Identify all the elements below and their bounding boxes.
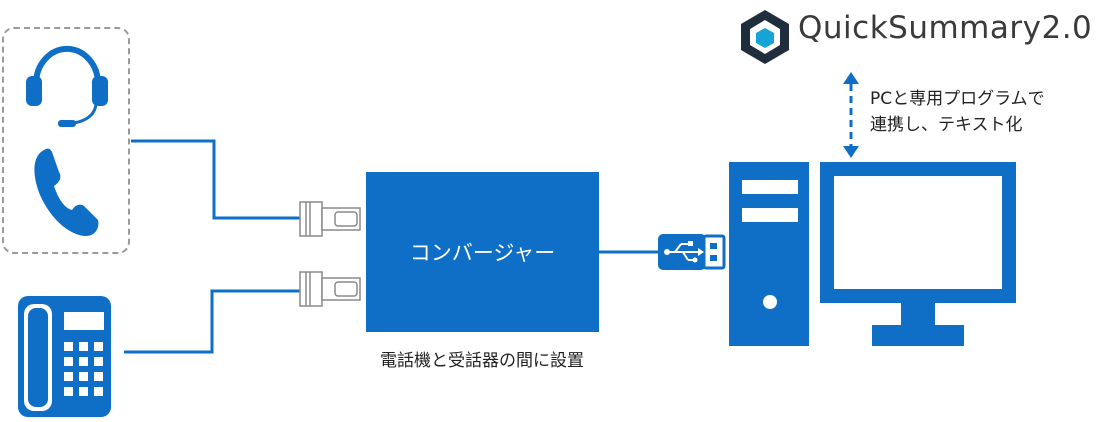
note-line-2: 連携し、テキスト化 xyxy=(870,115,1023,135)
desk-phone-icon xyxy=(18,296,111,417)
converter-caption: 電話機と受話器の間に設置 xyxy=(380,351,584,371)
handset-icon xyxy=(34,148,99,236)
note-line-1: PCと専用プログラムで xyxy=(870,89,1045,109)
desktop-pc-icon xyxy=(729,162,1016,346)
handset-group-frame xyxy=(2,27,130,254)
quicksummary-logo-icon xyxy=(741,10,789,64)
phone-wire xyxy=(124,289,300,354)
headset-wire xyxy=(131,139,300,220)
double-arrow-icon xyxy=(843,72,859,158)
usb-icon xyxy=(658,234,726,270)
headset-icon xyxy=(26,45,108,127)
converter-label: コンバージャー xyxy=(409,241,556,265)
converter-box: コンバージャー xyxy=(366,172,599,332)
logo-name: QuickSummary2.0 xyxy=(798,10,1093,46)
rj-connector-icon xyxy=(299,201,361,237)
integration-note: PCと専用プログラムで 連携し、テキスト化 xyxy=(870,86,1100,138)
rj-connector-icon xyxy=(299,271,361,307)
